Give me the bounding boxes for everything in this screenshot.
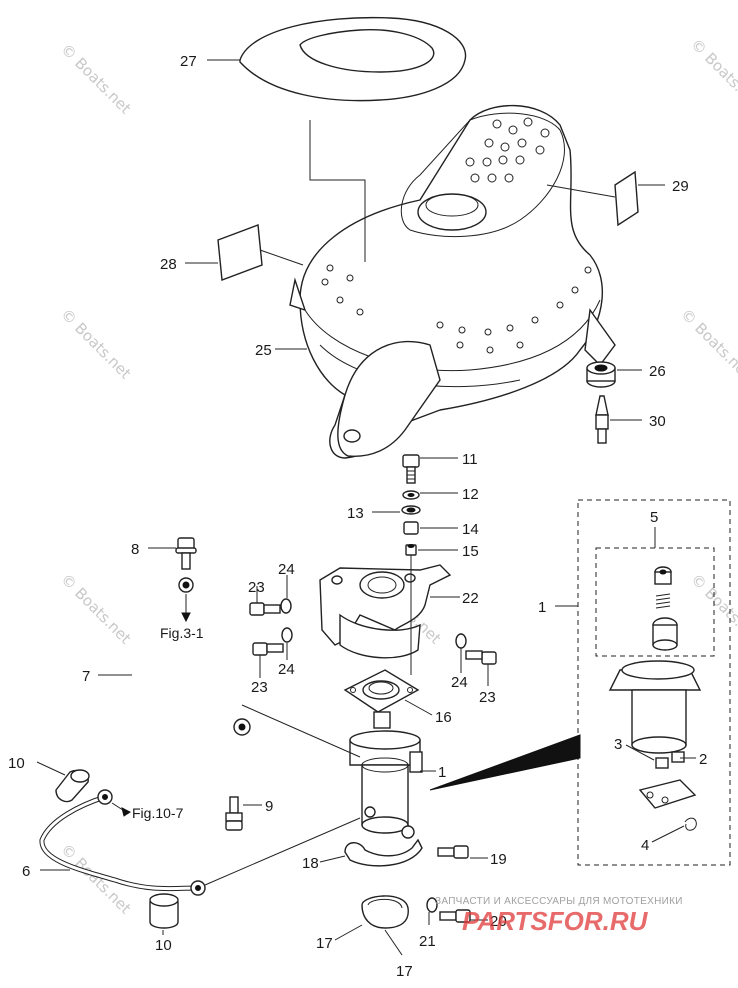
watermark-text: © Boats.net <box>687 35 738 113</box>
part-8-bolt <box>175 537 197 593</box>
part-10-cap <box>55 769 90 803</box>
part-13-washer <box>401 505 421 515</box>
watermark-text: © Boats.net <box>677 305 738 383</box>
callout-29: 29 <box>672 178 689 195</box>
callout-10: 10 <box>8 755 25 772</box>
part-29-decal <box>614 170 639 227</box>
callout-20: 20 <box>490 913 507 930</box>
watermark-text: © Boats.net <box>687 570 738 648</box>
part-10-cap <box>149 893 179 929</box>
figure-reference-3-1: Fig.3-1 <box>160 625 204 641</box>
part-17-band <box>361 895 409 929</box>
callout-24: 24 <box>278 661 295 678</box>
part-30-pin <box>595 395 609 444</box>
part-19-bolt <box>437 845 469 859</box>
callout-12: 12 <box>462 486 479 503</box>
part-15-nut <box>405 544 417 556</box>
callout-4: 4 <box>641 837 649 854</box>
part-7-pipe <box>128 586 251 778</box>
callout-23: 23 <box>248 579 265 596</box>
part-6-pipe <box>39 789 206 896</box>
part-12-washer <box>402 490 420 500</box>
callout-17: 17 <box>396 963 413 980</box>
part-25-flywheel-cover <box>289 104 616 459</box>
callout-16: 16 <box>435 709 452 726</box>
callout-7: 7 <box>82 668 90 685</box>
logo-tagline: ЗАПЧАСТИ И АКСЕССУАРЫ ДЛЯ МОТОТЕХНИКИ <box>435 896 683 907</box>
callout-8: 8 <box>131 541 139 558</box>
callout-26: 26 <box>649 363 666 380</box>
part-9-bolt <box>225 796 243 831</box>
part-24-washer <box>455 633 467 649</box>
part-16-gasket <box>343 669 420 713</box>
inset-detail-box <box>577 499 731 866</box>
callout-24: 24 <box>451 674 468 691</box>
part-23-bolt <box>465 650 497 665</box>
callout-23: 23 <box>251 679 268 696</box>
part-1-starter-motor <box>349 711 423 839</box>
callout-24: 24 <box>278 561 295 578</box>
callout-5: 5 <box>650 509 658 526</box>
part-28-decal <box>217 224 263 281</box>
part-11-bolt <box>402 454 420 484</box>
partsfor-logo: ЗАПЧАСТИ И АКСЕССУАРЫ ДЛЯ МОТОТЕХНИКИ PA… <box>435 896 683 936</box>
part-21-washer <box>426 897 438 913</box>
part-number-labels: 27 29 28 25 26 30 11 12 13 14 15 8 24 23… <box>8 53 707 980</box>
vent-holes <box>321 117 592 354</box>
part-27-pad <box>239 16 467 102</box>
part-14-collar <box>403 521 419 535</box>
callout-14: 14 <box>462 521 479 538</box>
callout-19: 19 <box>490 851 507 868</box>
part-26-grommet <box>586 361 616 388</box>
callout-27: 27 <box>180 53 197 70</box>
callout-22: 22 <box>462 590 479 607</box>
watermark-text: © Boats.net <box>57 40 135 118</box>
part-24-washer <box>281 627 293 643</box>
callout-25: 25 <box>255 342 272 359</box>
watermark-text: © Boats.net <box>57 305 135 383</box>
callout-2: 2 <box>699 751 707 768</box>
part-24-washer <box>280 598 292 614</box>
part-23-bolt <box>249 602 281 616</box>
callout-11: 11 <box>462 451 478 468</box>
part-22-bracket <box>319 564 452 659</box>
callout-9: 9 <box>265 798 273 815</box>
callout-28: 28 <box>160 256 177 273</box>
logo-text: PARTSFOR.RU <box>462 906 649 936</box>
part-23-bolt <box>252 642 284 656</box>
watermark-text: © Boats.net <box>57 840 135 918</box>
callout-10: 10 <box>155 937 172 954</box>
part-18-band <box>344 838 423 867</box>
callout-6: 6 <box>22 863 30 880</box>
callout-1: 1 <box>438 764 446 781</box>
part-20-bolt <box>439 909 471 923</box>
callout-1: 1 <box>538 599 546 616</box>
callout-30: 30 <box>649 413 666 430</box>
watermark-text: © Boats.net <box>57 570 135 648</box>
callout-13: 13 <box>347 505 364 522</box>
callout-21: 21 <box>419 933 436 950</box>
inset-pointer <box>429 734 581 791</box>
callout-15: 15 <box>462 543 479 560</box>
callout-3: 3 <box>614 736 622 753</box>
callout-17: 17 <box>316 935 333 952</box>
callout-23: 23 <box>479 689 496 706</box>
leader-lines <box>36 59 696 956</box>
figure-reference-10-7: Fig.10-7 <box>132 805 184 821</box>
callout-18: 18 <box>302 855 319 872</box>
